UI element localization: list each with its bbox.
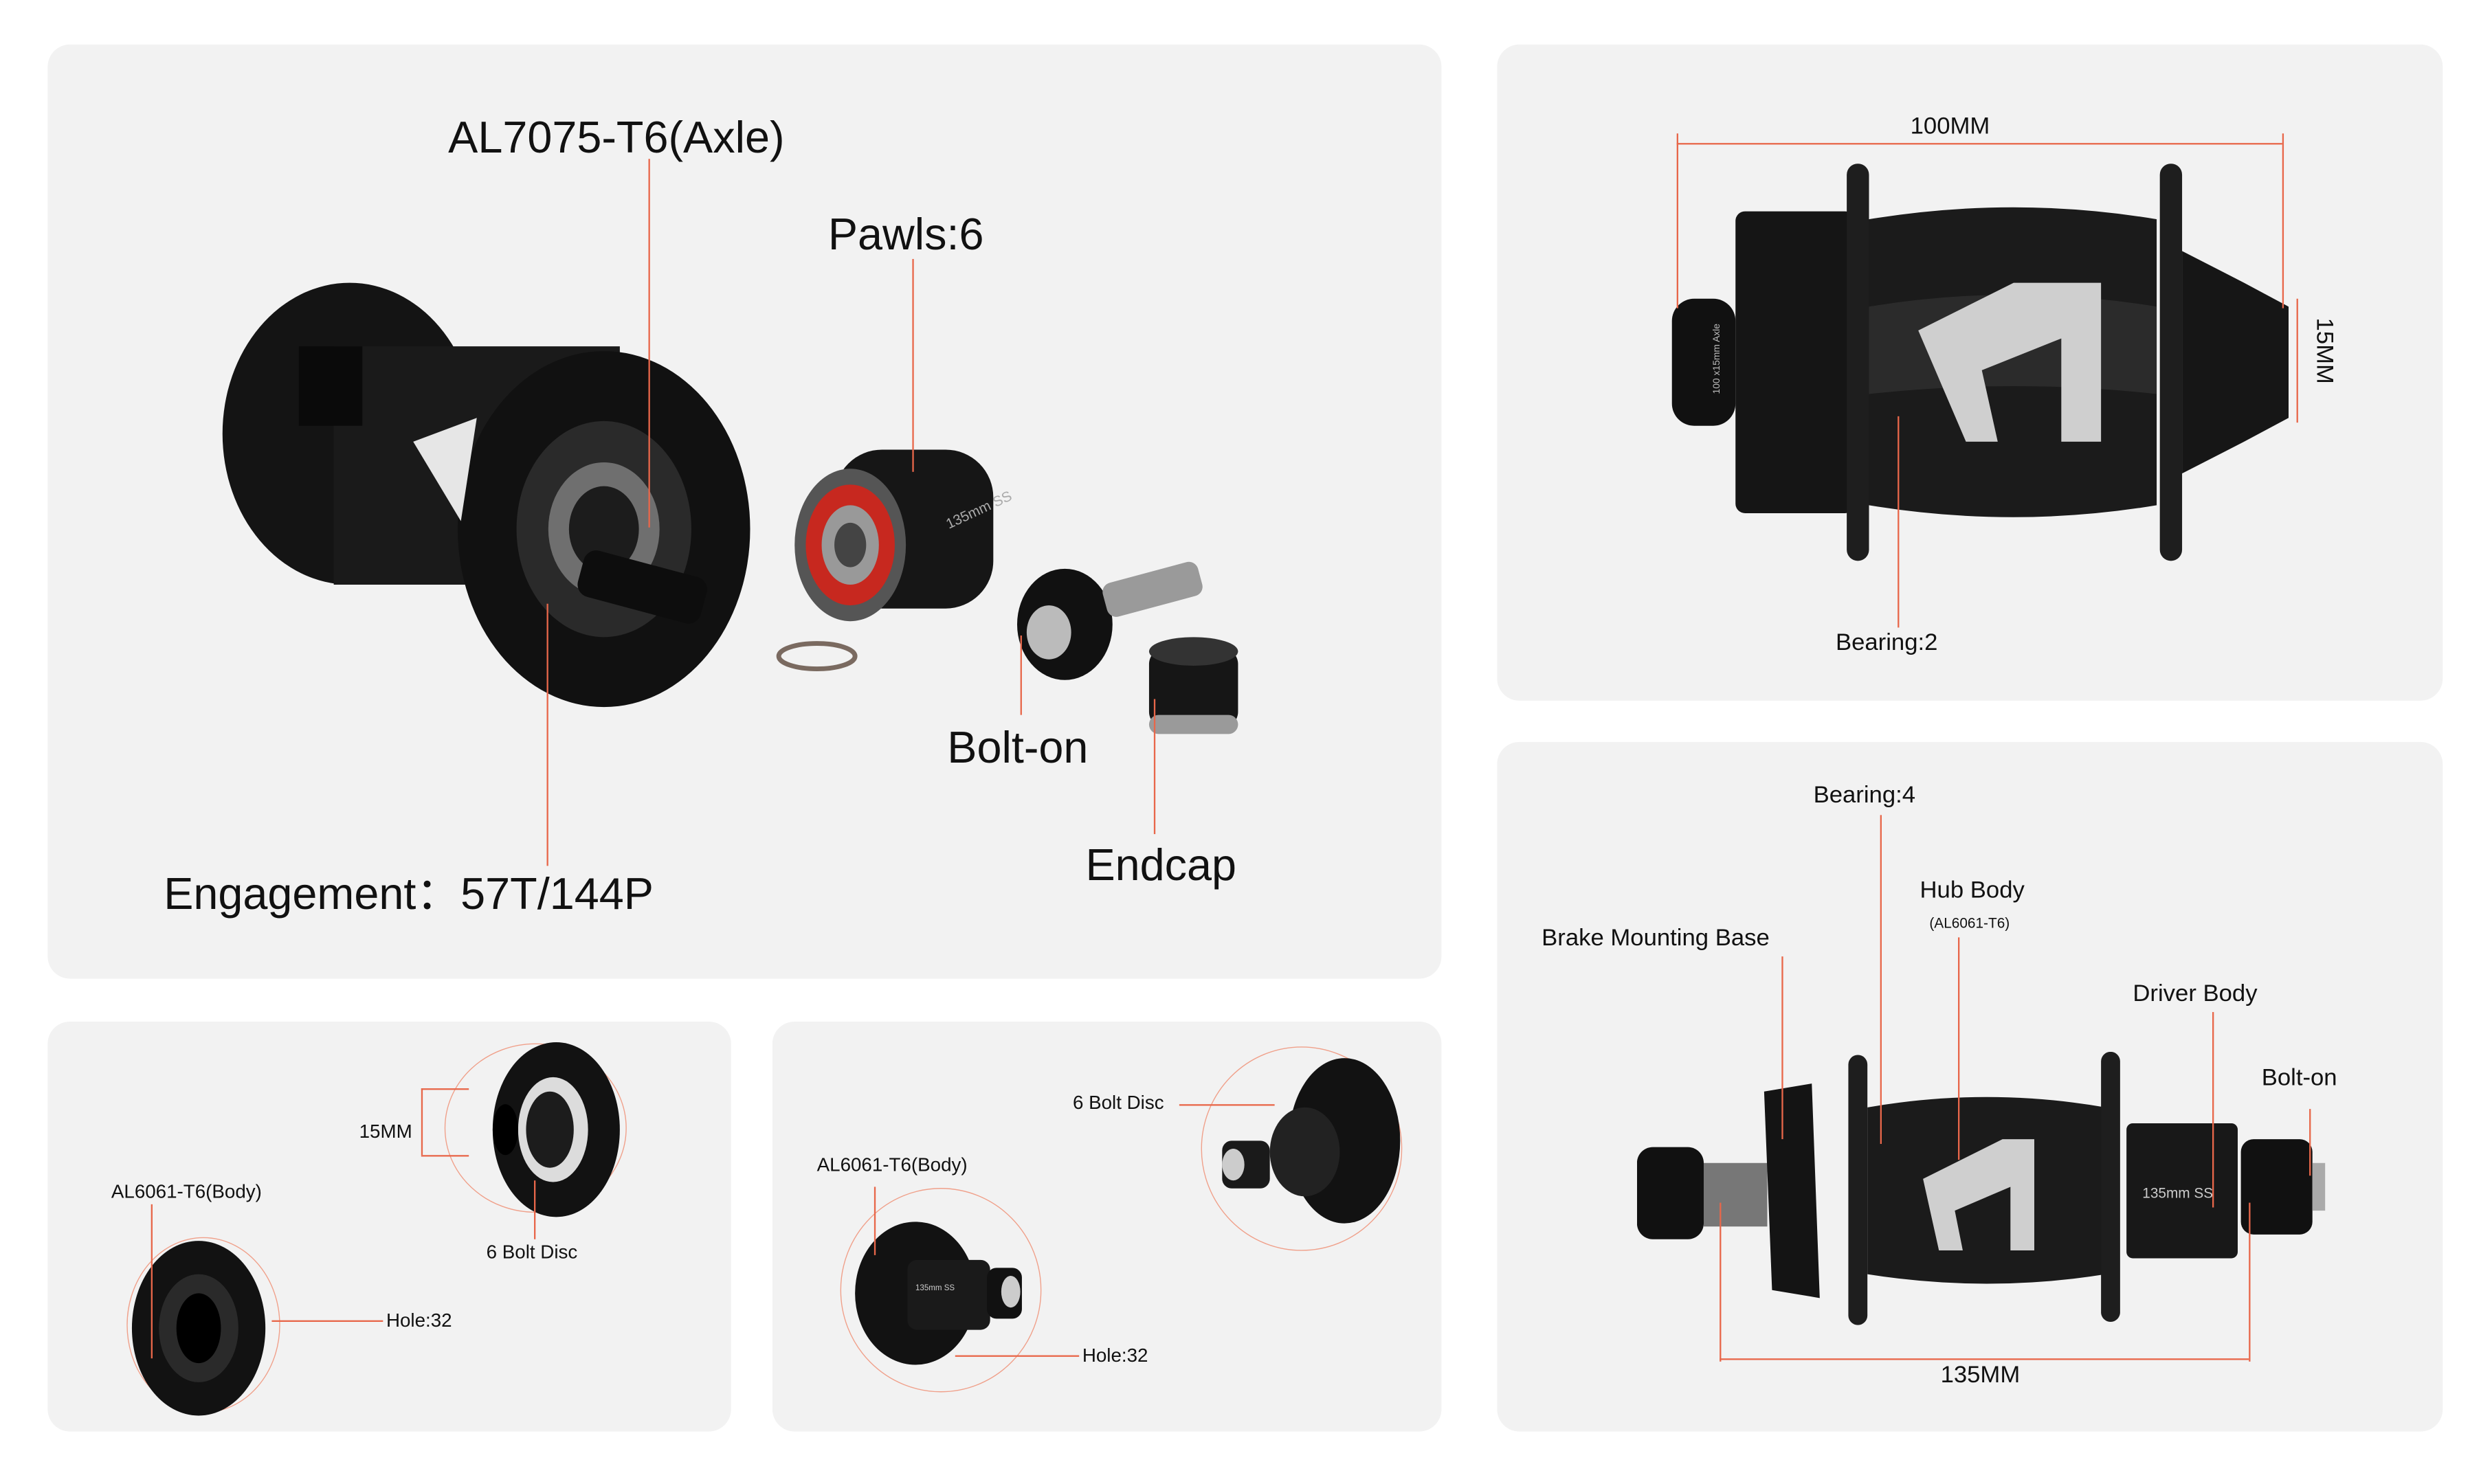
exploded-hub-panel: 135mm SS AL7075-T6(Axle) Pawls:6 Bolt-on…	[47, 44, 1442, 979]
disc-leader-line	[1179, 1104, 1275, 1106]
axle-dimension-line	[2296, 298, 2298, 423]
engagement-leader-line	[546, 603, 548, 866]
width-dimension-line	[1676, 143, 2282, 145]
bearing-leader-line	[1880, 815, 1882, 1144]
hole-leader-line	[271, 1320, 383, 1322]
width-label: 135MM	[1940, 1361, 2021, 1389]
driver-text: 135mm SS	[915, 1284, 955, 1292]
bearing-leader-line	[1898, 416, 1900, 628]
disc-label: 6 Bolt Disc	[486, 1241, 578, 1263]
body-leader-line	[874, 1187, 876, 1255]
pawls-leader-line	[912, 258, 914, 472]
bolt-on-axle-image	[1017, 561, 1203, 680]
axle-dimension-line-bottom	[421, 1155, 469, 1157]
rear-hub-side-image: 135mm SS	[1636, 1051, 2326, 1325]
bolt-on-leader-line	[1020, 636, 1022, 715]
axle-leader-line	[648, 159, 650, 528]
front-hub-image: 100 x15mm Axle	[1671, 164, 2289, 561]
hub-body-label: Hub Body	[1920, 877, 2025, 904]
width-dimension-tick-left	[1720, 1202, 1722, 1362]
bearing-label: Bearing:2	[1835, 629, 1938, 657]
endcap-leader-line	[1153, 699, 1156, 835]
endcap-label: Endcap	[1085, 840, 1237, 890]
axle-text: 100 x15mm Axle	[1711, 324, 1722, 394]
disc-leader-line	[534, 1180, 536, 1239]
body-leader-line	[151, 1204, 153, 1359]
axle-label: 15MM	[359, 1120, 412, 1143]
bolt-on-label: Bolt-on	[947, 723, 1089, 772]
front-detail-panel: 15MM AL6061-T6(Body) 6 Bolt Disc Hole:32	[47, 1021, 731, 1432]
bearing-label: Bearing:4	[1813, 781, 1916, 809]
hub-body-leader-line	[1958, 937, 1960, 1160]
width-dimension-tick-right	[2249, 1202, 2251, 1362]
axle-dimension-line	[421, 1088, 469, 1090]
driver-body-leader-line	[2212, 1012, 2214, 1208]
rear-hub-image	[222, 282, 750, 708]
brake-leader-line	[1781, 956, 1783, 1140]
axle-label: 15MM	[2311, 317, 2338, 384]
width-dimension-tick-right	[2282, 133, 2284, 308]
width-label: 100MM	[1910, 113, 1990, 140]
hole-label: Hole:32	[386, 1309, 452, 1331]
body-label: AL6061-T6(Body)	[816, 1153, 968, 1176]
rear-detail-panel: 135mm SS 6 Bolt Disc AL6061-T6(Body) Hol…	[772, 1021, 1442, 1432]
disc-label: 6 Bolt Disc	[1072, 1091, 1164, 1114]
endcap-image	[1148, 637, 1238, 734]
hole-leader-line	[955, 1355, 1080, 1357]
body-label: AL6061-T6(Body)	[111, 1180, 262, 1203]
width-dimension-line	[1720, 1358, 2249, 1360]
brake-label: Brake Mounting Base	[1542, 924, 1770, 952]
rear-hub-face-image: 135mm SS	[840, 1046, 1403, 1393]
width-dimension-tick-left	[1676, 133, 1678, 308]
front-hub-panel: 100 x15mm Axle 100MM 15MM Bearing:2	[1497, 44, 2443, 701]
hole-label: Hole:32	[1082, 1344, 1148, 1367]
axle-dimension-bracket	[421, 1088, 423, 1156]
rear-hub-panel: 135mm SS Bearing:4 Hub Body (AL6061-T6) …	[1497, 741, 2443, 1432]
bolt-on-leader-line	[2309, 1109, 2311, 1176]
driver-body-label: Driver Body	[2133, 980, 2258, 1008]
front-hub-face-image	[126, 1042, 627, 1416]
hub-body-material: (AL6061-T6)	[1929, 915, 2010, 932]
driver-text: 135mm SS	[2142, 1186, 2213, 1202]
pawls-label: Pawls:6	[827, 210, 984, 259]
axle-label: AL7075-T6(Axle)	[448, 113, 785, 162]
bolt-on-label: Bolt-on	[2261, 1064, 2337, 1092]
engagement-label: Engagement：57T/144P	[164, 868, 654, 919]
freehub-driver-image: 135mm SS	[776, 449, 1014, 672]
